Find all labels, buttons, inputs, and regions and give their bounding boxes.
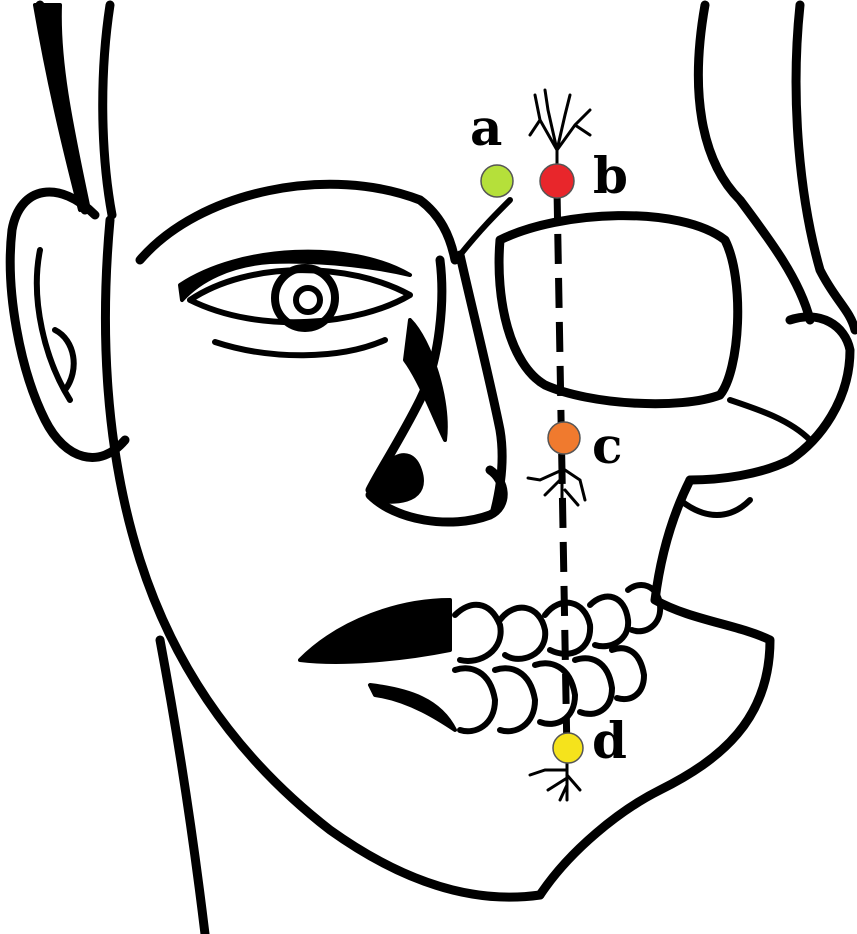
hair-texture (35, 5, 88, 210)
point-a-label: a (470, 98, 502, 157)
point-b-label: b (593, 146, 628, 205)
lower-eyelid (215, 340, 385, 355)
pupil (296, 288, 320, 312)
ear-inner (37, 250, 74, 400)
nostril (372, 455, 422, 502)
orbit-rim (499, 216, 738, 404)
point-b-dot (540, 164, 574, 198)
point-b: b (540, 146, 628, 205)
cheekbone (730, 400, 810, 440)
skull-temporal (796, 5, 855, 330)
lower-lip (370, 685, 455, 730)
mandible-inner (680, 500, 750, 515)
infraorbital-nerve-branches (528, 442, 585, 520)
point-a-dot (481, 165, 513, 197)
upper-lip (300, 600, 450, 662)
point-c-dot (548, 422, 580, 454)
point-a: a (470, 98, 513, 197)
point-d-label: d (592, 711, 627, 770)
point-d-dot (553, 733, 583, 763)
eyebrow (140, 184, 455, 260)
eye-outline (190, 270, 410, 322)
point-c-label: c (592, 416, 622, 475)
